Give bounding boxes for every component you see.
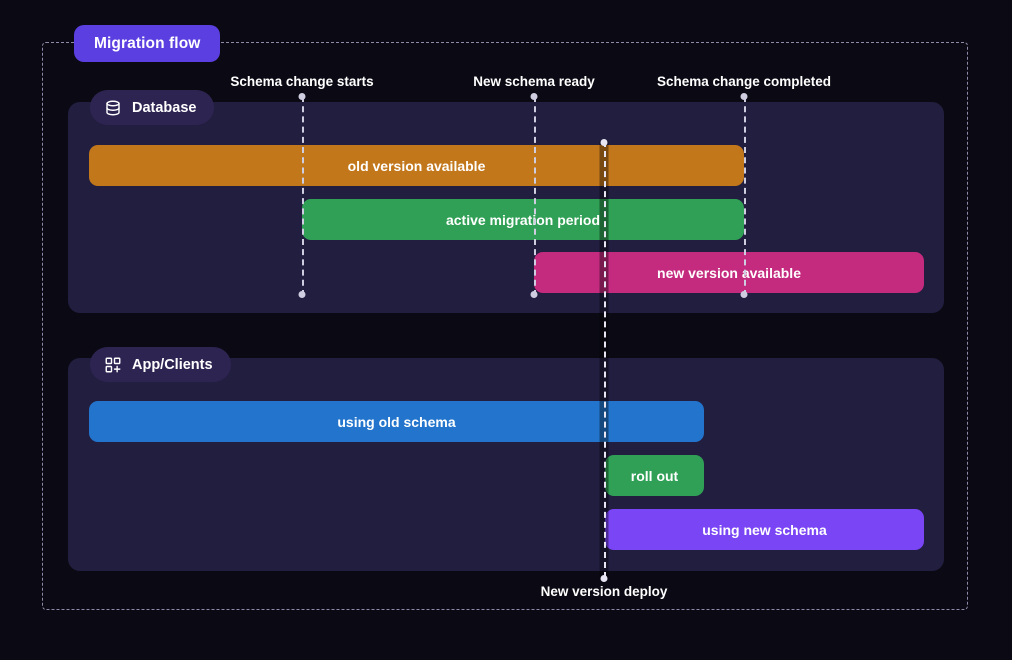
diagram-outer-frame bbox=[42, 42, 968, 610]
milestone-dot-schema-change-starts-top bbox=[298, 93, 306, 100]
milestone-dot-schema-change-completed-top bbox=[740, 93, 748, 100]
milestone-dot-schema-change-starts-bottom bbox=[298, 291, 306, 298]
bar-using-new-schema[interactable]: using new schema bbox=[605, 509, 924, 550]
bar-using-old-schema[interactable]: using old schema bbox=[89, 401, 704, 442]
lane-badge-database-label: Database bbox=[132, 99, 197, 116]
bar-active-migration-period[interactable]: active migration period bbox=[302, 199, 744, 240]
grid-plus-icon bbox=[104, 356, 122, 374]
milestone-dot-schema-change-completed-bottom bbox=[740, 291, 748, 298]
milestone-dot-new-schema-ready-top bbox=[530, 93, 538, 100]
lane-badge-app-clients-label: App/Clients bbox=[132, 356, 213, 373]
milestone-line-schema-change-completed bbox=[744, 96, 746, 296]
database-icon bbox=[104, 99, 122, 117]
milestone-dot-new-schema-ready-bottom bbox=[530, 291, 538, 298]
bar-label-new-version-available: new version available bbox=[657, 264, 801, 281]
bar-label-roll-out: roll out bbox=[630, 467, 679, 484]
milestone-line-new-schema-ready bbox=[534, 96, 536, 296]
bar-old-version-available[interactable]: old version available bbox=[89, 145, 744, 186]
lane-badge-app-clients[interactable]: App/Clients bbox=[90, 347, 231, 382]
deploy-line-new-version-deploy bbox=[604, 141, 606, 578]
deploy-dot-top bbox=[600, 139, 608, 146]
milestone-label-new-schema-ready: New schema ready bbox=[473, 74, 595, 89]
migration-flow-badge[interactable]: Migration flow bbox=[74, 25, 221, 62]
bar-label-using-new-schema: using new schema bbox=[702, 521, 827, 538]
milestone-label-schema-change-completed: Schema change completed bbox=[656, 74, 832, 89]
lane-badge-database[interactable]: Database bbox=[90, 90, 215, 125]
milestone-label-schema-change-starts: Schema change starts bbox=[230, 74, 374, 89]
bar-label-old-version-available: old version available bbox=[347, 157, 486, 174]
bar-label-using-old-schema: using old schema bbox=[337, 413, 456, 430]
bar-new-version-available[interactable]: new version available bbox=[534, 252, 924, 293]
bar-label-active-migration-period: active migration period bbox=[445, 211, 601, 228]
milestone-line-schema-change-starts bbox=[302, 96, 304, 296]
bar-roll-out[interactable]: roll out bbox=[605, 455, 704, 496]
deploy-dot-bottom bbox=[600, 575, 608, 582]
migration-flow-label: Migration flow bbox=[94, 34, 201, 52]
deploy-label-new-version-deploy: New version deploy bbox=[540, 584, 668, 599]
